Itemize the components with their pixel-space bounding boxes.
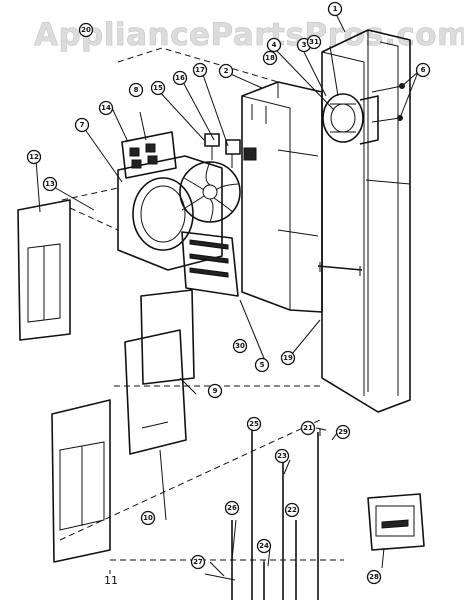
callout-14: 14 xyxy=(98,100,114,116)
svg-text:13: 13 xyxy=(45,180,55,188)
cabinet-enclosure xyxy=(321,29,411,413)
callout-8: 8 xyxy=(128,82,144,98)
callout-5: 5 xyxy=(254,357,270,373)
callout-22: 22 xyxy=(284,502,300,518)
svg-text:19: 19 xyxy=(283,354,293,362)
callout-9: 9 xyxy=(207,383,223,399)
svg-text:10: 10 xyxy=(143,514,153,522)
callout-6: 6 xyxy=(415,62,431,78)
callout-17: 17 xyxy=(192,62,208,78)
heater-housing xyxy=(241,81,323,313)
callout-16: 16 xyxy=(172,70,188,86)
svg-text:27: 27 xyxy=(193,558,203,566)
callout-15: 15 xyxy=(150,80,166,96)
callout-30: 30 xyxy=(232,338,248,354)
callout-2: 2 xyxy=(218,63,234,79)
relay-components xyxy=(204,133,257,168)
callout-24: 24 xyxy=(256,538,272,554)
svg-text:31: 31 xyxy=(309,38,319,46)
svg-text:29: 29 xyxy=(338,428,348,436)
heater-elements xyxy=(181,231,239,297)
svg-text:18: 18 xyxy=(265,54,275,62)
svg-text:12: 12 xyxy=(29,153,39,161)
svg-text:6: 6 xyxy=(421,66,426,74)
callout-29: 29 xyxy=(335,424,351,440)
svg-text:2: 2 xyxy=(224,67,229,75)
callout-10: 10 xyxy=(140,510,156,526)
callout-25: 25 xyxy=(246,416,262,432)
callout-13: 13 xyxy=(42,176,58,192)
blower-wheel xyxy=(179,161,241,223)
callout-1: 1 xyxy=(327,1,343,17)
dashed-reference-lines xyxy=(59,47,344,561)
mounting-bolts xyxy=(371,83,405,123)
svg-text:9: 9 xyxy=(213,387,218,395)
svg-text:3: 3 xyxy=(302,41,307,49)
service-panel xyxy=(124,329,187,455)
callout-4: 4 xyxy=(266,37,282,53)
blower-housing xyxy=(117,155,223,271)
callout-7: 7 xyxy=(74,117,90,133)
svg-text:1: 1 xyxy=(333,5,338,13)
svg-text:16: 16 xyxy=(175,74,185,82)
svg-text:30: 30 xyxy=(235,342,245,350)
callout-23: 23 xyxy=(274,448,290,464)
svg-text:5: 5 xyxy=(260,361,265,369)
callout-20: 20 xyxy=(78,22,94,38)
callout-18: 18 xyxy=(262,50,278,66)
callout-31: 31 xyxy=(306,34,322,50)
svg-text:14: 14 xyxy=(101,104,111,112)
svg-text:25: 25 xyxy=(249,420,259,428)
label-11: 11 xyxy=(104,574,118,587)
svg-text:26: 26 xyxy=(227,504,237,512)
svg-text:22: 22 xyxy=(287,506,297,514)
svg-text:21: 21 xyxy=(303,424,313,432)
svg-text:23: 23 xyxy=(277,452,287,460)
svg-text:8: 8 xyxy=(134,86,139,94)
thermostat-box xyxy=(367,493,425,551)
front-grille-lower xyxy=(51,399,111,563)
mounting-rod xyxy=(317,262,363,276)
callout-26: 26 xyxy=(224,500,240,516)
watermark-text: AppliancePartsPros.com xyxy=(34,17,464,53)
front-grille-upper xyxy=(17,199,71,341)
callout-19: 19 xyxy=(280,350,296,366)
svg-text:20: 20 xyxy=(81,26,91,34)
svg-text:24: 24 xyxy=(259,542,269,550)
callout-12: 12 xyxy=(26,149,42,165)
svg-text:7: 7 xyxy=(80,121,85,129)
callout-21: 21 xyxy=(300,420,316,436)
svg-text:4: 4 xyxy=(272,41,277,49)
motor-assembly xyxy=(322,93,379,145)
callout-28: 28 xyxy=(366,569,382,585)
svg-text:15: 15 xyxy=(153,84,163,92)
wiring-label xyxy=(121,131,177,179)
svg-text:28: 28 xyxy=(369,573,379,581)
callout-27: 27 xyxy=(190,554,206,570)
svg-text:17: 17 xyxy=(195,66,205,74)
access-cover xyxy=(140,289,195,385)
